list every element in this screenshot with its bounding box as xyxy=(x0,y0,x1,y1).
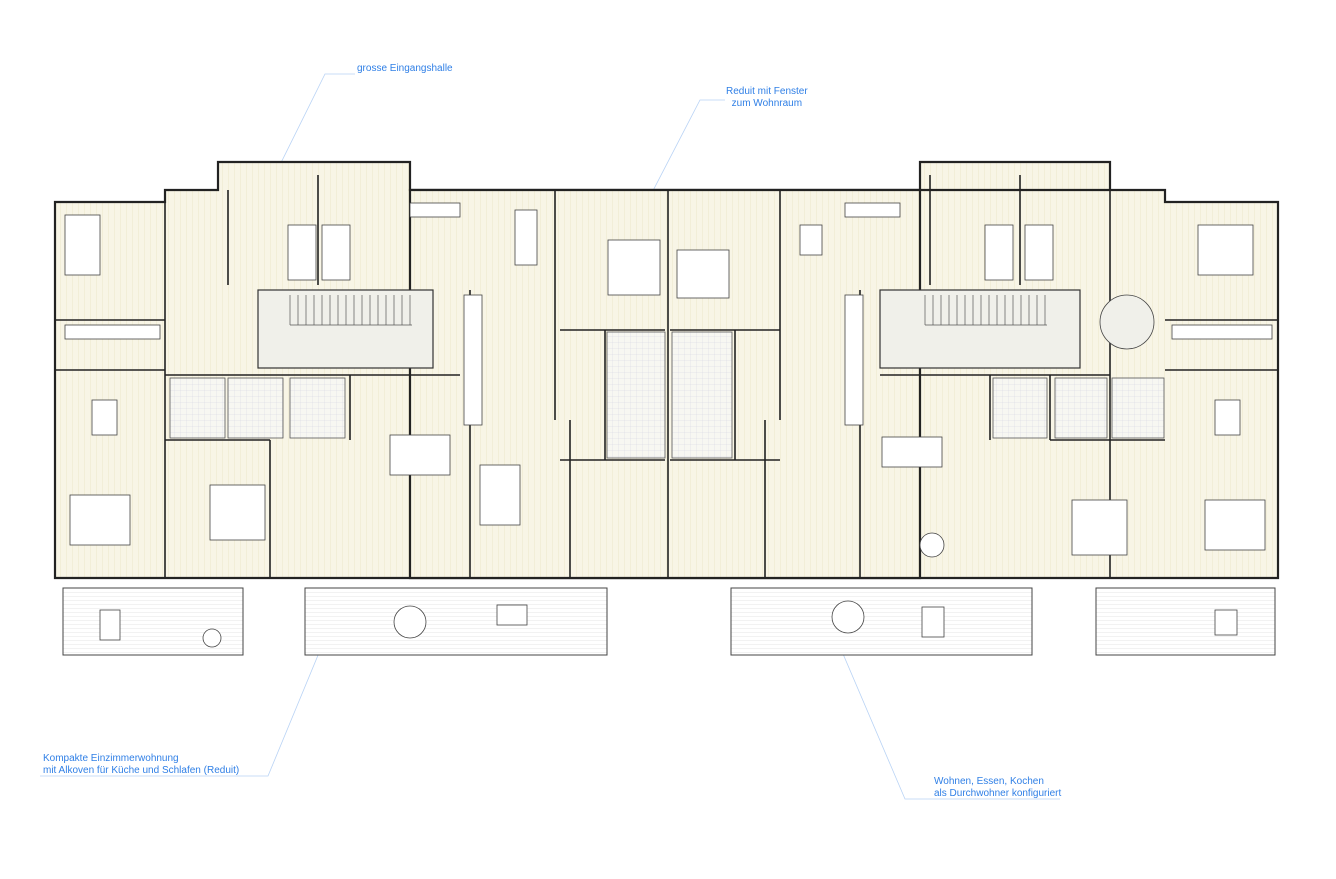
bed xyxy=(64,214,101,276)
stair-core-left xyxy=(257,289,434,369)
annotation-line: als Durchwohner konfiguriert xyxy=(934,788,1062,799)
bathrooms xyxy=(169,331,1165,459)
bed xyxy=(1071,499,1128,556)
annotation-line: Reduit mit Fenster xyxy=(726,86,808,97)
kitchen-counter xyxy=(64,324,161,340)
round-table xyxy=(919,532,945,558)
table xyxy=(99,609,121,641)
stair-core-right xyxy=(879,289,1081,369)
sofa xyxy=(479,464,521,526)
annotation-line: Kompakte Einzimmerwohnung xyxy=(43,753,179,764)
bed xyxy=(321,224,351,281)
rug xyxy=(69,494,131,546)
sofa xyxy=(389,434,451,476)
round-table xyxy=(393,605,427,639)
rug xyxy=(1204,499,1266,551)
furniture xyxy=(64,202,1273,648)
annotation-line: mit Alkoven für Küche und Schlafen (Redu… xyxy=(43,765,240,776)
round-table xyxy=(202,628,222,648)
kitchen-counter xyxy=(409,202,461,218)
annotation-line: Wohnen, Essen, Kochen xyxy=(934,776,1044,787)
bed xyxy=(209,484,266,541)
table xyxy=(1214,399,1241,436)
round-table xyxy=(1099,294,1155,350)
balconies xyxy=(62,587,1276,656)
sofa xyxy=(881,436,943,468)
bed xyxy=(1197,224,1254,276)
balcony xyxy=(304,587,608,656)
bed xyxy=(287,224,317,281)
table xyxy=(91,399,118,436)
annotation-line: zum Wohnraum xyxy=(731,98,803,109)
annotation-compact-unit: Kompakte Einzimmerwohnung mit Alkoven fü… xyxy=(43,753,239,777)
annotation-entrance-hall: grosse Eingangshalle xyxy=(357,63,453,75)
table xyxy=(514,209,538,266)
bed xyxy=(676,249,730,299)
stair-cores xyxy=(257,289,1081,369)
table xyxy=(496,604,528,626)
round-table xyxy=(831,600,865,634)
kitchen-counter xyxy=(1171,324,1273,340)
interior-walls xyxy=(55,175,1278,578)
kitchen-counter xyxy=(463,294,483,426)
table xyxy=(921,606,945,638)
bed xyxy=(984,224,1014,281)
annotation-reduit: Reduit mit Fenster zum Wohnraum xyxy=(726,86,808,110)
table xyxy=(1214,609,1238,636)
balcony xyxy=(1095,587,1276,656)
annotation-through-unit: Wohnen, Essen, Kochen als Durchwohner ko… xyxy=(934,776,1061,800)
balcony xyxy=(730,587,1033,656)
bed xyxy=(607,239,661,296)
annotation-line: grosse Eingangshalle xyxy=(357,63,453,74)
kitchen-counter xyxy=(844,202,901,218)
kitchen-counter xyxy=(844,294,864,426)
bed xyxy=(1024,224,1054,281)
table xyxy=(799,224,823,256)
